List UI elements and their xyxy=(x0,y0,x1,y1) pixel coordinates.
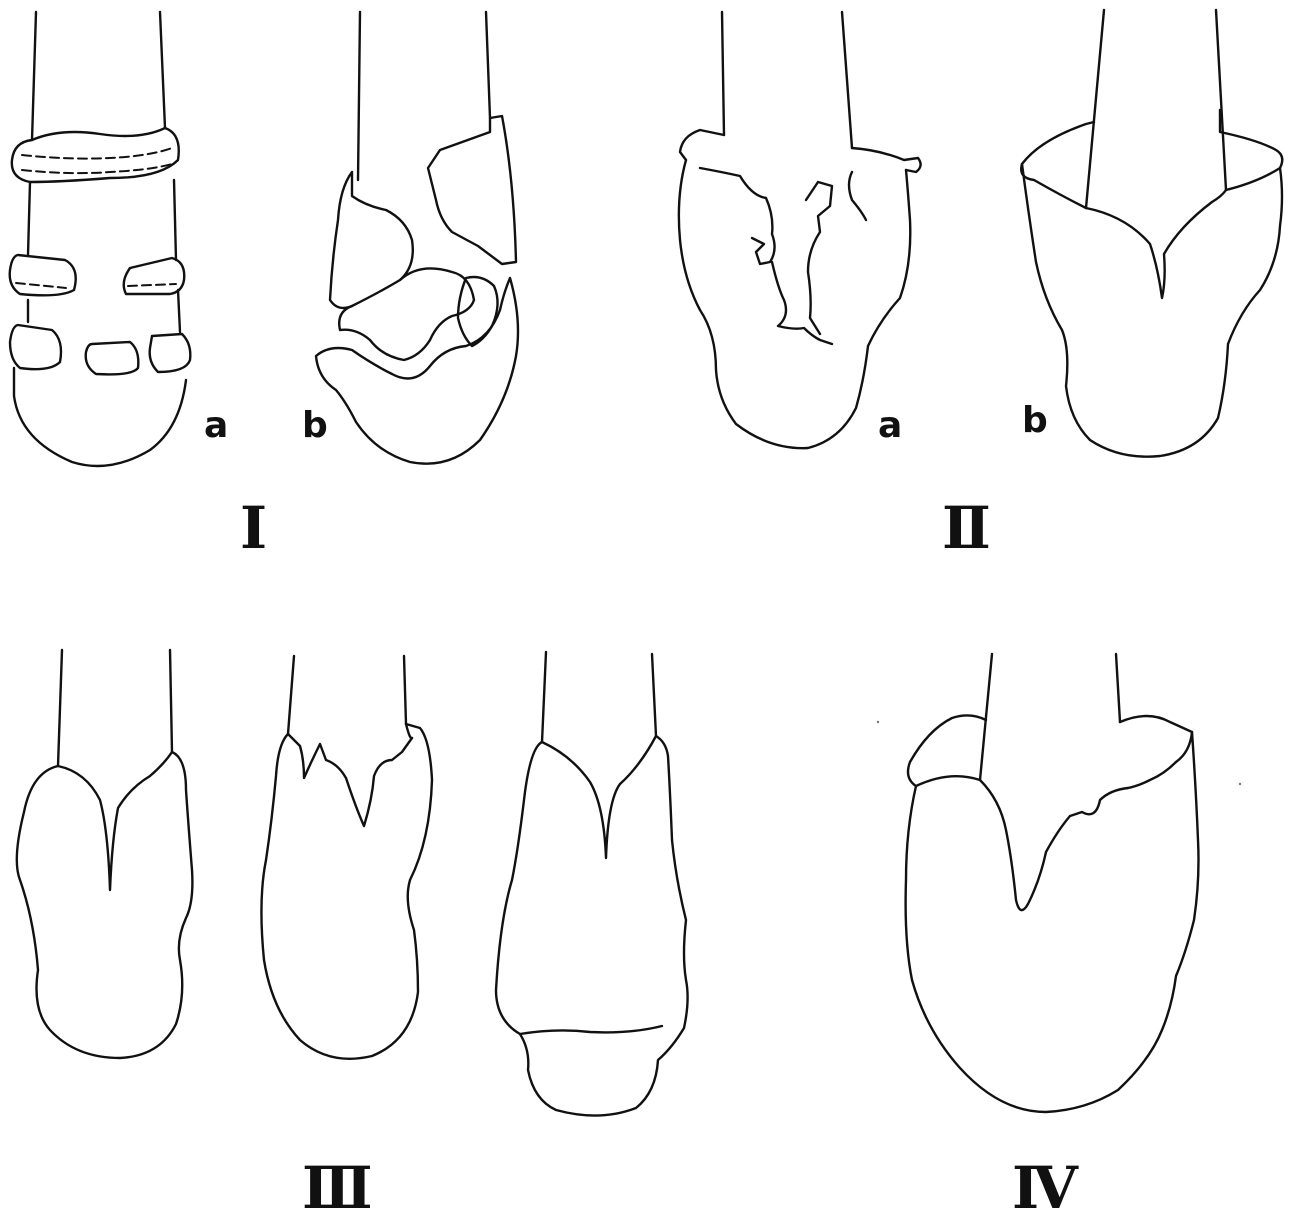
bone-II-a-crack-left xyxy=(700,168,832,344)
bone-II-a-outline xyxy=(679,160,910,448)
bone-I-a xyxy=(10,12,191,466)
bone-II-b xyxy=(1021,10,1282,457)
bone-III-2-crack xyxy=(288,734,412,826)
group-IV: Ⅳ xyxy=(906,654,1199,1209)
bone-II-a-shaft xyxy=(722,12,852,148)
bone-IV-rim-right xyxy=(1120,716,1192,788)
bone-III-3-v-split xyxy=(542,736,656,858)
bone-I-a-fragment-center-low xyxy=(86,342,139,374)
label-I-b: b xyxy=(302,405,328,446)
bone-II-b-outline xyxy=(1022,164,1282,457)
bone-III-3 xyxy=(496,652,688,1116)
group-I: a b Ⅰ xyxy=(10,12,518,562)
bone-III-3-shaft xyxy=(542,652,656,742)
group-II: a b Ⅱ xyxy=(679,10,1282,562)
speck xyxy=(1239,783,1241,785)
bone-II-a-rim-left xyxy=(680,130,724,160)
bone-I-b-left-fragment xyxy=(330,172,413,308)
bone-III-2-outline xyxy=(261,724,432,1059)
bone-IV-v-split xyxy=(980,780,1128,910)
bone-III-1-shaft xyxy=(58,650,172,766)
bone-II-a xyxy=(679,12,921,448)
bone-III-3-outline xyxy=(496,736,688,1116)
bone-I-b xyxy=(316,12,518,464)
bone-II-b-rim xyxy=(1021,110,1282,208)
bone-III-1 xyxy=(17,650,193,1058)
bone-III-3-epiphysis-line xyxy=(520,1026,662,1034)
bone-IV xyxy=(906,654,1199,1112)
group-label-III: Ⅲ xyxy=(302,1154,373,1209)
label-II-b: b xyxy=(1022,400,1048,441)
bone-I-b-shaft xyxy=(358,12,490,180)
bone-I-b-lower-fragment xyxy=(316,278,518,464)
bone-IV-rim-left xyxy=(908,715,986,786)
bone-II-a-rim-right xyxy=(852,148,921,172)
bone-I-a-fragment-right-low xyxy=(150,334,191,372)
group-label-I: Ⅰ xyxy=(240,494,267,562)
group-label-IV: Ⅳ xyxy=(1012,1154,1079,1209)
group-III: Ⅲ xyxy=(17,650,688,1209)
label-II-a: a xyxy=(878,405,902,446)
bone-I-a-fragment-left-mid xyxy=(10,255,76,295)
label-I-a: a xyxy=(204,405,228,446)
group-label-II: Ⅱ xyxy=(942,494,991,562)
bone-III-1-outline xyxy=(17,752,193,1058)
speck xyxy=(877,721,879,723)
bone-II-b-v-split xyxy=(1086,190,1226,298)
bone-I-a-fragment-right-mid-crack xyxy=(128,284,176,286)
bone-IV-shaft xyxy=(980,654,1120,780)
bone-I-a-head xyxy=(14,368,186,466)
bone-I-a-fragment-left-mid-crack xyxy=(16,283,66,288)
bone-I-a-shaft xyxy=(32,12,165,140)
bone-I-a-collar xyxy=(12,128,179,182)
bone-III-2-shaft xyxy=(288,656,406,734)
bone-I-a-fragment-right-mid xyxy=(124,258,185,294)
bone-I-a-body xyxy=(28,180,180,332)
bone-IV-outline xyxy=(906,732,1199,1112)
bone-I-b-upper-right-fragment xyxy=(428,116,516,264)
bone-I-a-collar-crack xyxy=(22,148,172,173)
bone-II-b-shaft xyxy=(1086,10,1226,208)
bone-I-b-middle-fragment xyxy=(339,268,474,360)
bone-I-a-fragment-left-low xyxy=(10,325,61,369)
bone-II-a-crack-right xyxy=(806,182,832,334)
bone-III-1-v-split xyxy=(58,752,172,890)
bone-III-2 xyxy=(261,656,432,1059)
bone-II-a-crack-inner xyxy=(849,172,866,220)
